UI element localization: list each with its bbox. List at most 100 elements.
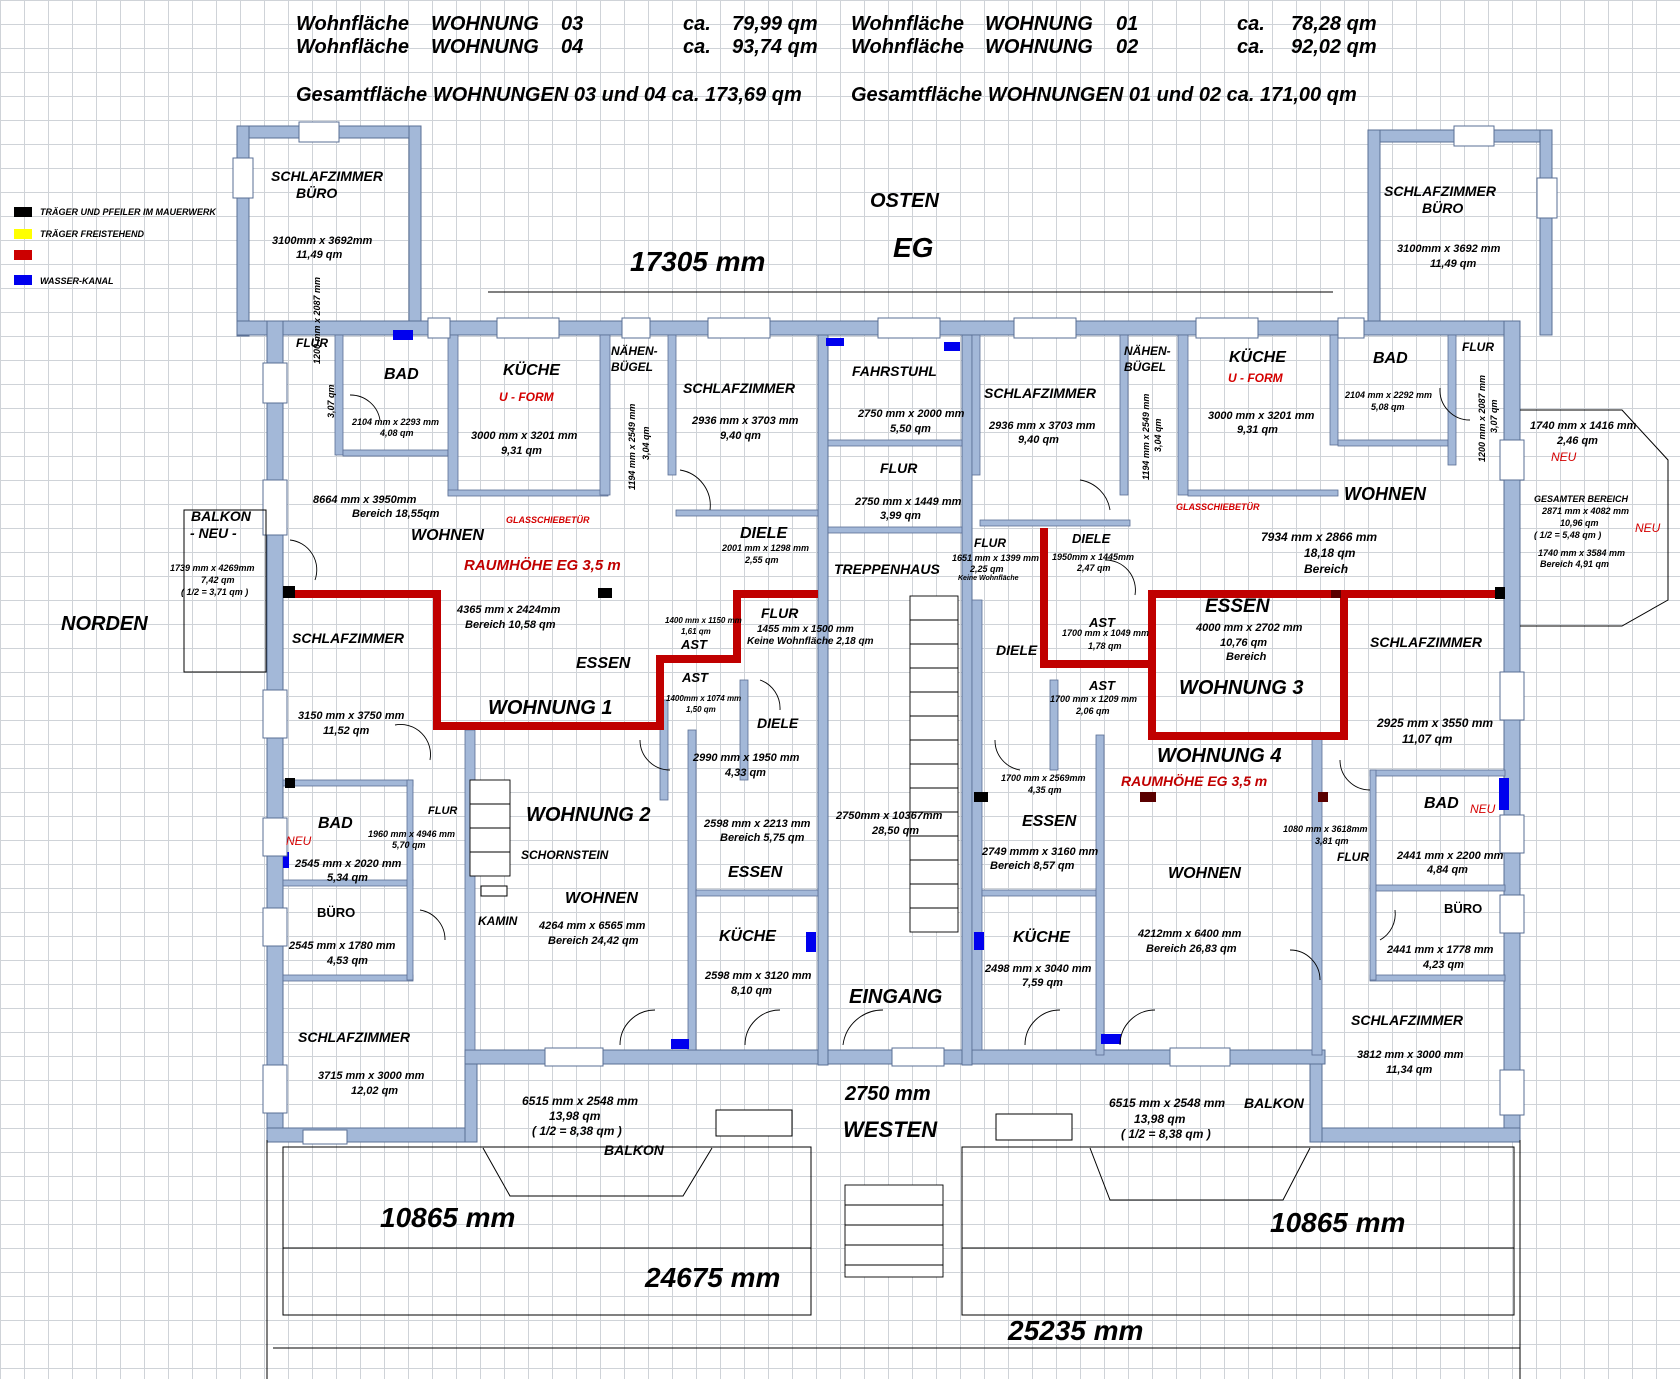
dim-total-outer: 25235 mm [1008, 1315, 1144, 1346]
room-label: ESSEN [728, 864, 783, 881]
label-wohnflaeche: Wohnfläche [296, 13, 409, 35]
room-label: SCHLAFZIMMER [271, 168, 383, 184]
room-dim: 4264 mm x 6565 mm [539, 920, 646, 932]
room-area: 11,34 qm [1386, 1064, 1433, 1076]
stairs [469, 595, 959, 1278]
room-area: 9,40 qm [720, 430, 761, 442]
room-area: 18,18 qm [1304, 546, 1356, 560]
beams-red [283, 528, 1503, 740]
room-label: KÜCHE [1013, 929, 1070, 946]
dim-bottom-right: 10865 mm [1270, 1207, 1406, 1238]
room-label: SCHLAFZIMMER [1351, 1012, 1463, 1028]
room-dim: 2925 mm x 3550 mm [1377, 716, 1494, 730]
room-label: KÜCHE [719, 928, 776, 945]
room-label: BAD [384, 366, 419, 383]
compass-west: WESTEN [843, 1117, 938, 1142]
room-area: 9,40 qm [1018, 434, 1059, 446]
room-area: 7,59 qm [1022, 977, 1063, 989]
room-dim: 6515 mm x 2548 mm [522, 1094, 639, 1108]
label-ca: ca. [683, 36, 711, 58]
room-area: 4,08 qm [380, 428, 414, 438]
room-dim: 1700 mm x 2569mm [1001, 773, 1086, 783]
room-area: 2,25 qm [970, 564, 1004, 574]
wohnung-nr: 03 [561, 13, 584, 35]
room-area: 4,84 qm [1427, 864, 1468, 876]
room-dim: 1455 mm x 1500 mm [757, 624, 854, 635]
wohnung-area: 79,99 qm [732, 13, 818, 35]
room-dim: 1739 mm x 4269mm [170, 563, 255, 573]
room-area: 3,07 qm [1489, 399, 1499, 433]
room-note: - NEU - [190, 525, 237, 541]
apartment-label: WOHNUNG 2 [526, 804, 651, 826]
room-area: 11,07 qm [1402, 732, 1453, 746]
room-label: NÄHEN- [611, 344, 658, 358]
room-area: 13,98 qm [549, 1109, 601, 1123]
dim-total-inner: 24675 mm [645, 1262, 781, 1293]
apartment-label: WOHNUNG 4 [1157, 745, 1282, 767]
apartment-label: WOHNUNG 3 [1179, 677, 1304, 699]
room-dim: 4212mm x 6400 mm [1138, 928, 1242, 940]
room-dim: 2990 mm x 1950 mm [693, 752, 800, 764]
room-area: 4,53 qm [327, 955, 368, 967]
room-label: WOHNEN [565, 890, 638, 907]
room-dim: 1740 mm x 1416 mm [1530, 420, 1637, 432]
pillars-dark-red [1140, 590, 1341, 802]
room-label: KÜCHE [1229, 349, 1286, 366]
room-note: Keine Wohnfläche [958, 575, 1019, 582]
room-area: 2,06 qm [1076, 706, 1110, 716]
room-label: FLUR [974, 536, 1006, 550]
room-area: 11,52 qm [323, 725, 370, 737]
room-label: AST [682, 670, 708, 685]
furniture [480, 885, 1073, 1141]
room-label: FLUR [1462, 340, 1494, 354]
interior-walls [282, 334, 1506, 1056]
compass-north: NORDEN [61, 613, 148, 635]
room-label: BÜGEL [1124, 360, 1166, 374]
room-area: 10,96 qm [1560, 518, 1599, 528]
room-dim: 2936 mm x 3703 mm [989, 420, 1096, 432]
room-area: 9,31 qm [1237, 424, 1278, 436]
room-area: Bereich 8,57 qm [990, 860, 1075, 872]
room-label: FLUR [1337, 850, 1369, 864]
room-height: RAUMHÖHE EG 3,5 m [1121, 773, 1268, 789]
room-note: U - FORM [1228, 371, 1283, 385]
room-label: BALKON [604, 1142, 664, 1158]
room-label: DIELE [740, 525, 788, 542]
windows [232, 121, 1558, 1145]
room-area: 5,08 qm [1371, 402, 1405, 412]
room-label: SCHLAFZIMMER [683, 380, 795, 396]
dim-gap: 2750 mm [845, 1083, 931, 1105]
room-label: ESSEN [1022, 813, 1077, 830]
room-label: SCHLAFZIMMER [298, 1029, 410, 1045]
water-channels [283, 330, 1509, 1049]
room-area: Bereich 26,83 qm [1146, 943, 1237, 955]
room-area: Bereich 4,91 qm [1540, 559, 1610, 569]
room-note: ( 1/2 = 8,38 qm ) [532, 1124, 622, 1138]
room-dim: 3715 mm x 3000 mm [318, 1070, 425, 1082]
room-area: 3,07 qm [326, 384, 336, 418]
room-dim: 2750mm x 10367mm [836, 810, 943, 822]
legend-swatch [14, 275, 32, 285]
room-area: 3,99 qm [880, 510, 921, 522]
room-label: SCHLAFZIMMER [1384, 183, 1496, 199]
room-dim: 1194 mm x 2549 mm [627, 403, 637, 490]
room-label: FLUR [428, 805, 458, 817]
new-label: NEU [1470, 802, 1496, 816]
room-area: 4,35 qm [1028, 785, 1062, 795]
room-label: DIELE [1072, 531, 1111, 546]
room-note: Bereich [1226, 651, 1267, 663]
legend-label: TRÄGER FREISTEHEND [40, 229, 145, 239]
room-label: KAMIN [478, 914, 518, 928]
room-dim: 2598 mm x 2213 mm [704, 818, 811, 830]
room-dim: 1200 mm x 2087 mm [312, 276, 322, 364]
room-label: BAD [1424, 795, 1459, 812]
room-area: 1,78 qm [1088, 641, 1122, 651]
room-label: WOHNEN [1168, 865, 1241, 882]
legend-label: WASSER-KANAL [40, 276, 114, 286]
label-wohnung: WOHNUNG [985, 13, 1093, 35]
room-note: ( 1/2 = 8,38 qm ) [1121, 1127, 1211, 1141]
room-dim: 1400 mm x 1150 mm [665, 616, 742, 625]
total-left: Gesamtfläche WOHNUNGEN 03 und 04 ca. 173… [296, 84, 802, 106]
room-dim: 4365 mm x 2424mm [457, 604, 561, 616]
